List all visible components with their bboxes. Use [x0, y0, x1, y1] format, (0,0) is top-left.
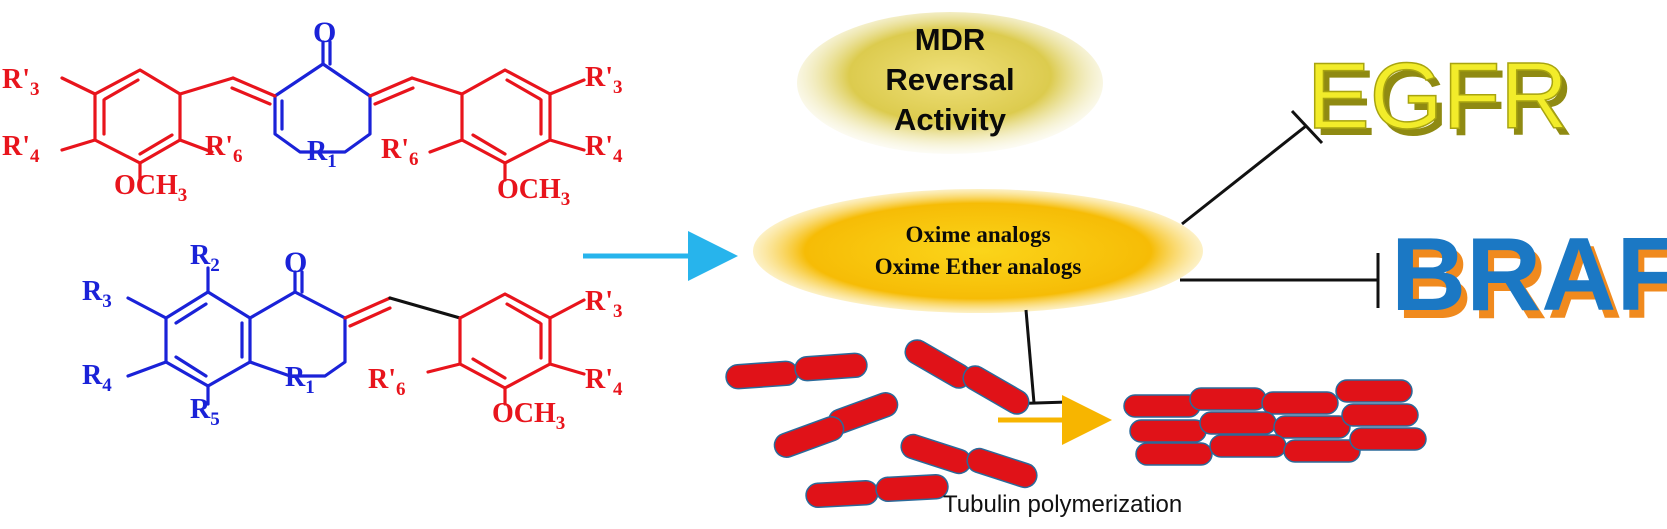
bottom-r1-label: R [285, 362, 306, 393]
bottom-r3-label: R [82, 276, 103, 307]
bottom-r2-label: R [190, 240, 211, 271]
mdr-line-3: Activity [894, 102, 1007, 137]
svg-text:R5: R5 [190, 394, 220, 430]
top-left-r4-label: R' [2, 131, 30, 162]
oxime-ellipse [753, 189, 1203, 313]
oxime-line-2: Oxime Ether analogs [875, 254, 1082, 279]
top-central-ring [273, 40, 372, 154]
svg-text:OCH3: OCH3 [492, 398, 565, 434]
svg-text:R'6: R'6 [205, 131, 243, 167]
svg-text:OCH3: OCH3 [497, 174, 570, 210]
svg-text:R1: R1 [285, 362, 315, 398]
svg-text:R1: R1 [307, 136, 337, 172]
egfr-label: EGFR [1307, 43, 1568, 148]
bottom-right-r4-label: R' [585, 364, 613, 395]
svg-text:R4: R4 [82, 360, 112, 396]
mdr-line-2: Reversal [885, 62, 1014, 97]
svg-text:R2: R2 [190, 240, 220, 276]
top-bis-benzylidene-structure [60, 40, 586, 182]
tubulin-dimers-free [725, 339, 1038, 509]
svg-text:R'4: R'4 [2, 131, 40, 167]
bottom-r5-label: R [190, 394, 211, 425]
top-r1-label: R [307, 136, 328, 167]
svg-text:R3: R3 [82, 276, 112, 312]
svg-text:R'3: R'3 [585, 286, 623, 322]
top-r1-subscript: 1 [327, 151, 337, 172]
top-left-r3-label: R' [2, 64, 30, 95]
bottom-right-r6-label: R' [368, 364, 396, 395]
bottom-right-r3-label: R' [585, 286, 613, 317]
top-right-r6-label: R' [381, 134, 409, 165]
top-left-methoxy-label: OCH [114, 170, 178, 201]
top-structure-labels: O R1 R'3 R'4 R'6 OCH3 R'3 R'4 R'6 OCH3 [2, 16, 623, 210]
svg-text:OCH3: OCH3 [114, 170, 187, 206]
svg-text:R'4: R'4 [585, 131, 623, 167]
top-right-methoxy-label: OCH [497, 174, 561, 205]
top-left-r6-label: R' [205, 131, 233, 162]
braf-shadow: BRAF [1397, 225, 1667, 341]
svg-text:R'6: R'6 [368, 364, 406, 400]
svg-text:R'4: R'4 [585, 364, 623, 400]
svg-text:R'6: R'6 [381, 134, 419, 170]
bottom-tetralone-structure [126, 266, 586, 406]
top-right-r4-label: R' [585, 131, 613, 162]
bottom-r4-label: R [82, 360, 103, 391]
tubulin-caption: Tubulin polymerization [943, 491, 1182, 518]
braf-label: BRAF [1391, 217, 1667, 333]
top-right-r3-label: R' [585, 62, 613, 93]
bottom-carbonyl-oxygen: O [284, 246, 307, 279]
bottom-right-methoxy-label: OCH [492, 398, 556, 429]
mdr-line-1: MDR [915, 22, 986, 57]
mdr-ellipse [797, 12, 1103, 154]
svg-text:R'3: R'3 [585, 62, 623, 98]
egfr-shadow: EGFR [1313, 50, 1574, 155]
oxime-line-1: Oxime analogs [905, 222, 1050, 247]
svg-text:R'3: R'3 [2, 64, 40, 100]
inhibition-arrow-icon [1002, 109, 1380, 406]
top-carbonyl-oxygen: O [313, 16, 336, 49]
tubulin-polymer [1123, 379, 1427, 466]
bottom-structure-labels: O R1 R2 R3 R4 R5 R'3 R'4 R'6 OCH3 [82, 240, 623, 434]
